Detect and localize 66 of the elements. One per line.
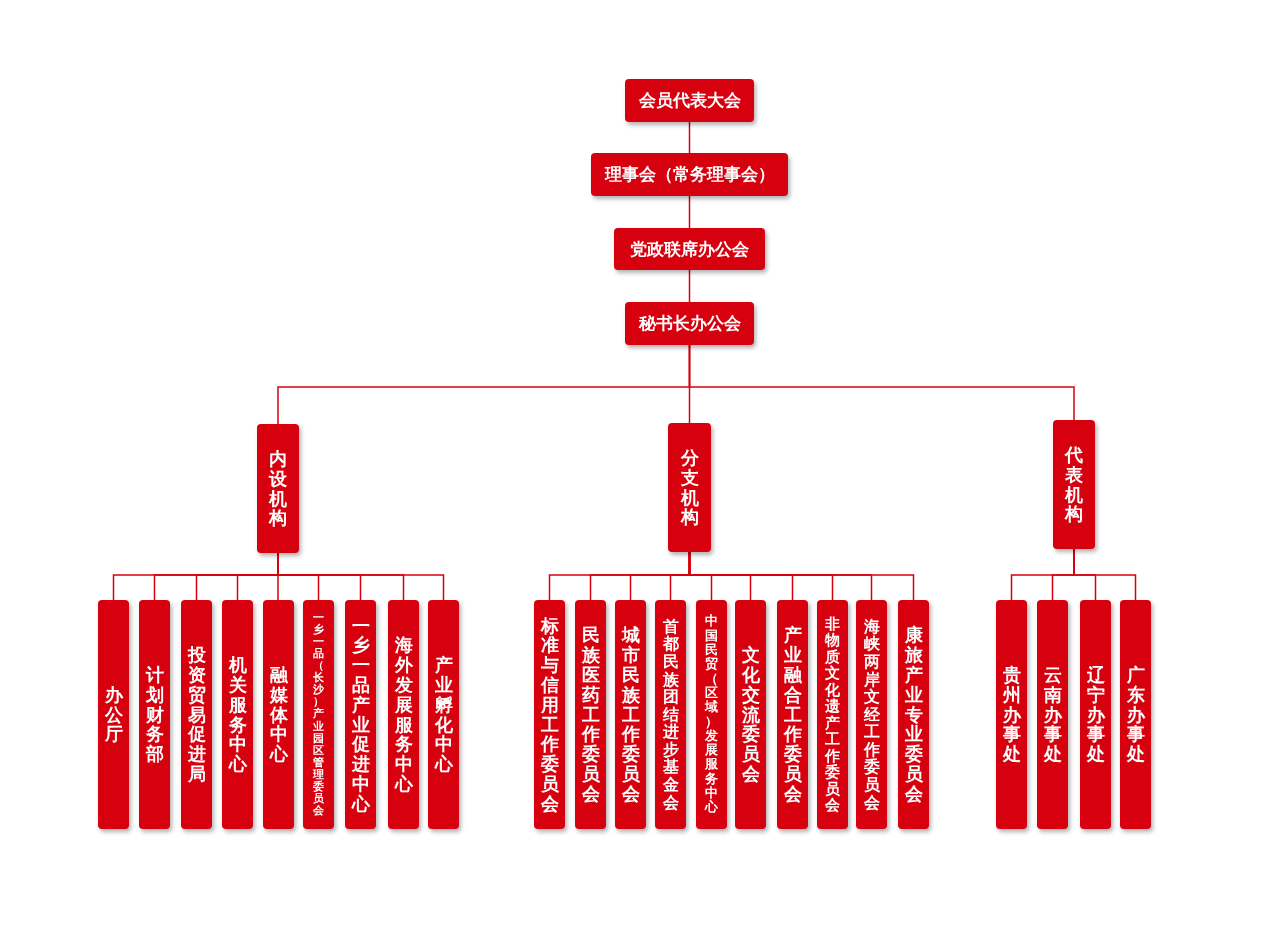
org-name: 会员代表大会 [638, 89, 741, 112]
org-box [614, 228, 765, 270]
connector-line [688, 344, 1075, 421]
org-name: 机关服务中心 [228, 655, 247, 774]
org-name: 办公厅 [104, 684, 123, 745]
org-box [591, 153, 788, 196]
org-name: 城市民族工作委员会 [621, 625, 640, 804]
org-box [98, 600, 129, 829]
org-box [263, 600, 294, 829]
org-name: 产业孵化中心 [434, 655, 453, 774]
org-box [668, 423, 711, 552]
org-box [625, 79, 754, 122]
org-box [655, 600, 686, 829]
org-box [696, 600, 727, 829]
org-box [996, 600, 1027, 829]
org-box [139, 600, 170, 829]
org-box [1080, 600, 1111, 829]
org-name: 分支机构 [680, 447, 699, 528]
connector-line [277, 552, 445, 601]
org-box [898, 600, 929, 829]
connector-line [688, 195, 691, 229]
org-box [735, 600, 766, 829]
org-name: 广东办事处 [1126, 665, 1145, 764]
org-name: 海峡两岸文经工作委员会 [863, 617, 880, 812]
org-box [1120, 600, 1151, 829]
org-box [534, 600, 565, 829]
org-box [575, 600, 606, 829]
org-box [817, 600, 848, 829]
connector-line [688, 269, 691, 303]
org-name: 辽宁办事处 [1086, 665, 1105, 764]
org-name: 秘书长办公会 [638, 312, 741, 335]
org-box [625, 302, 754, 345]
connector-line [688, 121, 691, 154]
org-name: 党政联席办公会 [630, 237, 749, 261]
org-name: 计划财务部 [145, 665, 164, 764]
org-box [303, 600, 334, 829]
org-box [222, 600, 253, 829]
connector-line [1073, 548, 1137, 601]
org-box [257, 424, 299, 553]
org-box [856, 600, 887, 829]
org-name: 投资贸易促进局 [187, 645, 206, 784]
org-name: 首都民族团结进步基金会 [662, 617, 679, 812]
org-name: 民族医药工作委员会 [581, 625, 600, 804]
org-name: 产业融合工作委员会 [783, 625, 802, 804]
org-box [388, 600, 419, 829]
org-name: 一乡一品产业促进中心 [351, 615, 370, 814]
org-box [181, 600, 212, 829]
org-name: 云南办事处 [1043, 665, 1062, 764]
org-name: 海外发展服务中心 [394, 635, 413, 794]
org-name: 文化交流委员会 [741, 645, 760, 784]
org-name: 非物质文化遗产工作委员会 [825, 615, 840, 814]
org-name: 一乡一品（长沙）产业园区管理委员会 [313, 611, 324, 818]
org-name: 内设机构 [269, 448, 287, 529]
org-box [1053, 420, 1095, 549]
org-box [345, 600, 376, 829]
org-box [428, 600, 459, 829]
org-name: 代表机构 [1065, 444, 1083, 525]
org-name: 标准与信用工作委员会 [540, 615, 559, 814]
org-name: 融媒体中心 [269, 665, 288, 764]
org-box [777, 600, 808, 829]
org-name: 贵州办事处 [1002, 665, 1021, 764]
org-name: 康旅产业专业委员会 [904, 625, 923, 804]
org-name: 理事会（常务理事会） [604, 163, 775, 186]
org-box [615, 600, 646, 829]
org-box [1037, 600, 1068, 829]
org-name: 中国民贸（区域）发展服务中心 [705, 614, 718, 815]
